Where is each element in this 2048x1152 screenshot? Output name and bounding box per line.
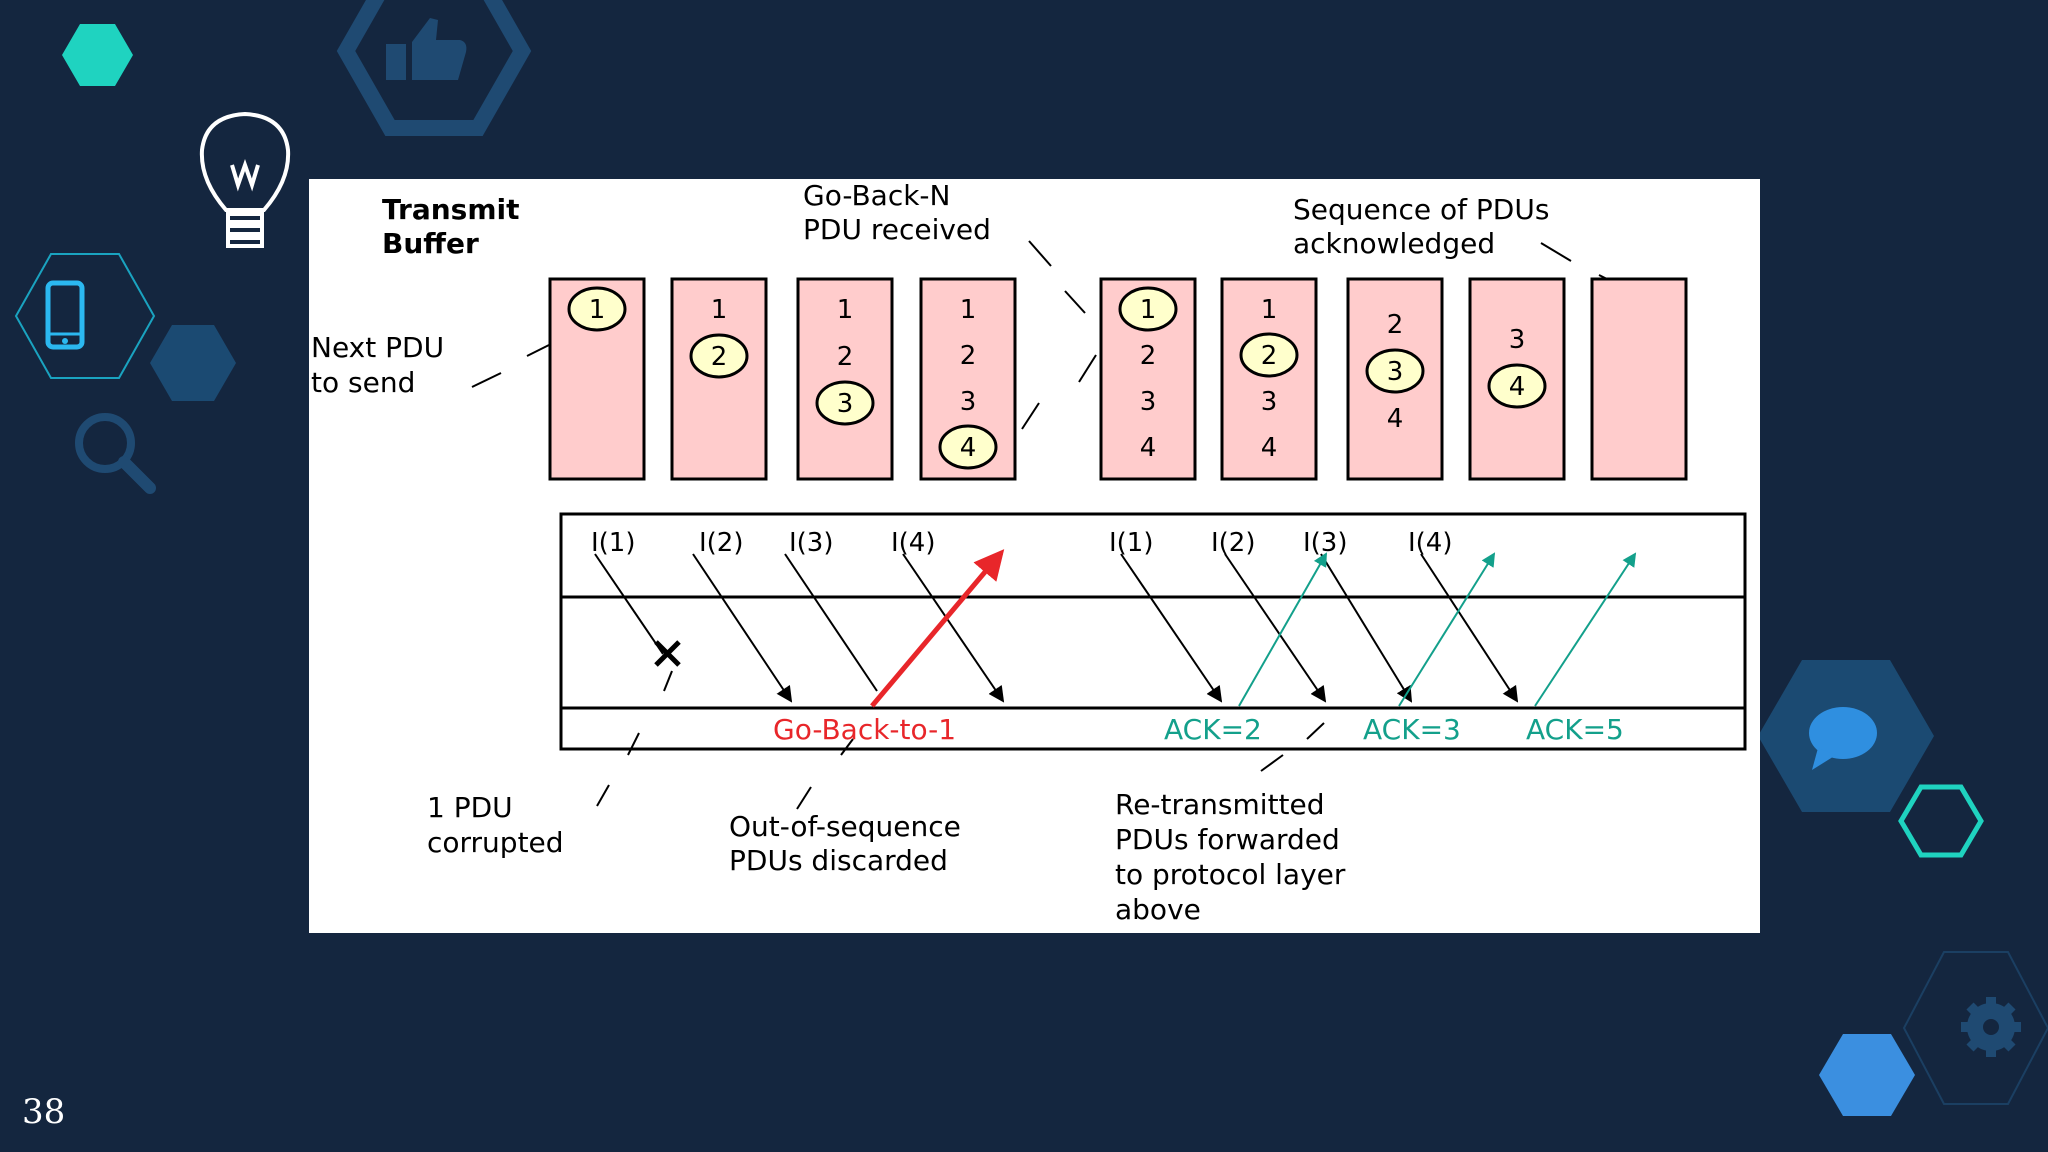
- discarded-label: Out-of-sequence PDUs discarded: [729, 810, 970, 877]
- current-pdu-marker: [815, 380, 875, 426]
- magnifier-icon: [75, 413, 156, 494]
- buffer-item: 4: [960, 433, 977, 463]
- buffer-item: 3: [1509, 325, 1526, 355]
- slide-number: 38: [22, 1092, 66, 1132]
- ack-5-label: ACK=5: [1526, 713, 1624, 746]
- buffer-item: 2: [1387, 310, 1404, 340]
- current-pdu-marker: [938, 424, 998, 470]
- buffer-item: 2: [1261, 341, 1278, 371]
- corrupted-label: 1 PDU corrupted: [427, 791, 564, 859]
- blue-hexagon: [1819, 1034, 1915, 1116]
- buffer-item: 1: [711, 295, 728, 325]
- buffer-item: 1: [1261, 295, 1278, 325]
- buffer-item: 1: [1140, 295, 1157, 325]
- thumbs-up-icon: [336, 0, 532, 136]
- buffer-item: 4: [1387, 404, 1404, 434]
- buffer-item: 1: [589, 295, 606, 325]
- frame-label: I(1): [591, 528, 636, 558]
- buffer-box: [1220, 277, 1318, 481]
- forwarded-label: Re-transmitted PDUs forwarded to protoco…: [1115, 788, 1354, 926]
- buffer-box: [1590, 277, 1688, 481]
- buffer-8: 34: [1468, 277, 1566, 481]
- next-pdu-label: Next PDU to send: [311, 331, 453, 399]
- buffer-item: 4: [1261, 433, 1278, 463]
- buffer-item: 2: [1140, 341, 1157, 371]
- outline-hexagon: [1898, 784, 1984, 858]
- current-pdu-marker: [689, 333, 749, 379]
- go-back-n-diagram: Transmit Buffer Go-Back-N PDU received S…: [311, 179, 1747, 926]
- current-pdu-marker: [1118, 286, 1178, 332]
- go-back-to-1-label: Go-Back-to-1: [773, 713, 956, 746]
- buffer-item: 3: [1261, 387, 1278, 417]
- teal-hexagon: [62, 24, 133, 86]
- buffer-item: 1: [837, 295, 854, 325]
- buffer-5: 1 2 3 4: [1099, 277, 1197, 481]
- transmit-buffer-label: Transmit Buffer: [382, 193, 529, 260]
- buffer-7: 2 3 4: [1346, 277, 1444, 481]
- go-back-n-label: Go-Back-N PDU received: [803, 179, 991, 246]
- buffer-item: 3: [1140, 387, 1157, 417]
- current-pdu-marker: [567, 286, 627, 332]
- frame-label: I(3): [1303, 528, 1348, 558]
- chat-icon: [1758, 660, 1934, 812]
- buffer-item: 2: [837, 342, 854, 372]
- go-back-arrow: [870, 549, 1005, 708]
- buffer-item: 3: [960, 387, 977, 417]
- go-back-n-figure: Transmit Buffer Go-Back-N PDU received S…: [309, 179, 1760, 933]
- buffer-item: 2: [711, 342, 728, 372]
- corrupted-x-icon: [654, 640, 681, 667]
- buffer-4: 1 2 3 4: [919, 277, 1017, 481]
- buffer-3: 1 2 3: [796, 277, 894, 481]
- ack-3-label: ACK=3: [1363, 713, 1461, 746]
- buffer-2: 12: [670, 277, 768, 481]
- frame-label: I(3): [789, 528, 834, 558]
- timeline: [559, 512, 1747, 751]
- buffer-box: [796, 277, 894, 481]
- frame-label: I(1): [1109, 528, 1154, 558]
- sequence-acknowledged-label: Sequence of PDUs acknowledged: [1293, 193, 1558, 260]
- current-pdu-marker: [1365, 348, 1425, 394]
- frame-labels: I(1) I(2) I(3) I(4) I(1) I(2) I(3) I(4): [591, 528, 1453, 558]
- buffer-item: 4: [1140, 433, 1157, 463]
- frame-label: I(4): [1408, 528, 1453, 558]
- buffer-item: 2: [960, 341, 977, 371]
- ack-arrows: [1238, 552, 1637, 707]
- buffer-item: 4: [1509, 372, 1526, 402]
- frame-label: I(2): [699, 528, 744, 558]
- buffer-6: 1 2 3 4: [1220, 277, 1318, 481]
- buffer-item: 3: [1387, 357, 1404, 387]
- buffer-9: [1590, 277, 1688, 481]
- frame-label: I(4): [891, 528, 936, 558]
- lightbulb-icon: [199, 111, 291, 248]
- buffer-box: [670, 277, 768, 481]
- current-pdu-marker: [1487, 363, 1547, 409]
- ack-2-label: ACK=2: [1164, 713, 1262, 746]
- buffer-item: 1: [960, 295, 977, 325]
- gear-icon: [1902, 951, 2048, 1105]
- buffer-item: 3: [837, 389, 854, 419]
- current-pdu-marker: [1239, 332, 1299, 378]
- phone-icon: [14, 253, 236, 401]
- leader-dashes: [471, 240, 1628, 810]
- transmission-arrows: [594, 553, 1519, 703]
- buffer-1: 1: [548, 277, 646, 481]
- frame-label: I(2): [1211, 528, 1256, 558]
